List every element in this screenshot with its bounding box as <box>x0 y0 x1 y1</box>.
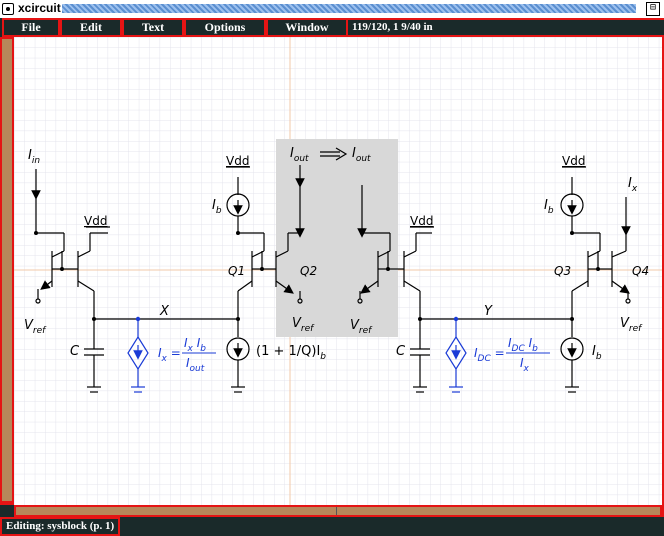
schematic-drawing: Iin Iout Iout Ib Ib Ix Vref Vref Vref Vr… <box>14 37 662 505</box>
menu-file[interactable]: File <box>2 18 60 37</box>
label-iout-right: Iout <box>352 146 371 164</box>
label-vdd-q3: Vdd <box>562 154 585 168</box>
label-ib-q3: Ib <box>544 198 554 216</box>
vertical-scroll-thumb[interactable] <box>2 39 12 501</box>
label-q4: Q4 <box>632 264 649 278</box>
window-title: xcircuit <box>18 1 61 15</box>
label-vref-q2: Vref <box>292 316 315 334</box>
label-vdd-mid: Vdd <box>410 214 433 228</box>
label-node-y: Y <box>484 304 493 319</box>
menu-window[interactable]: Window <box>266 18 348 37</box>
menu-bar: File Edit Text Options Window 119/120, 1… <box>0 18 664 37</box>
eq1-lhs: Ix = <box>158 346 181 364</box>
status-message: Editing: sysblock (p. 1) <box>0 517 121 536</box>
menu-options[interactable]: Options <box>184 18 266 37</box>
label-cap-right: C <box>396 344 406 359</box>
horizontal-scroll-thumb[interactable] <box>16 507 660 515</box>
menu-text[interactable]: Text <box>122 18 184 37</box>
label-iout-left: Iout <box>290 146 309 164</box>
title-bar: xcircuit ⊟ <box>0 0 664 19</box>
coordinate-readout: 119/120, 1 9/40 in <box>346 18 664 37</box>
status-bar: Editing: sysblock (p. 1) <box>0 517 664 536</box>
scroll-center-mark <box>336 507 337 515</box>
maximize-icon[interactable]: ⊟ <box>646 2 660 16</box>
label-vref-q4: Vref <box>620 316 643 334</box>
eq2-denominator: Ix <box>520 356 530 374</box>
eq1-numerator: Ix Ib <box>184 336 206 354</box>
label-q1: Q1 <box>228 264 245 278</box>
vertical-scrollbar[interactable] <box>0 37 14 505</box>
eq2-lhs: IDC = <box>474 346 505 364</box>
label-vref-left: Vref <box>24 318 47 336</box>
label-vref-mid: Vref <box>350 318 373 336</box>
label-vdd-q1: Vdd <box>226 154 249 168</box>
eq1-denominator: Iout <box>186 356 205 374</box>
menu-edit[interactable]: Edit <box>60 18 122 37</box>
label-q3: Q3 <box>554 264 571 278</box>
label-vdd-left: Vdd <box>84 214 107 228</box>
highlight-region <box>276 139 398 337</box>
title-drag-area[interactable] <box>62 4 636 13</box>
dependent-source-x <box>127 319 149 393</box>
dependent-source-y <box>445 319 467 393</box>
scroll-corner <box>0 505 14 517</box>
label-cap-left: C <box>70 344 80 359</box>
horizontal-scrollbar[interactable] <box>0 505 664 517</box>
label-ib-bottom: Ib <box>592 344 602 362</box>
drawing-canvas[interactable]: Iin Iout Iout Ib Ib Ix Vref Vref Vref Vr… <box>14 37 664 505</box>
label-node-x: X <box>159 304 170 319</box>
label-ix: Ix <box>628 176 638 194</box>
label-iin: Iin <box>28 148 40 166</box>
window-menu-icon[interactable] <box>2 3 14 15</box>
eq2-numerator: IDC Ib <box>508 336 538 354</box>
label-q2: Q2 <box>300 264 317 278</box>
label-ib-q1: Ib <box>212 198 222 216</box>
label-bias-current: (1 + 1/Q)Ib <box>256 344 326 362</box>
